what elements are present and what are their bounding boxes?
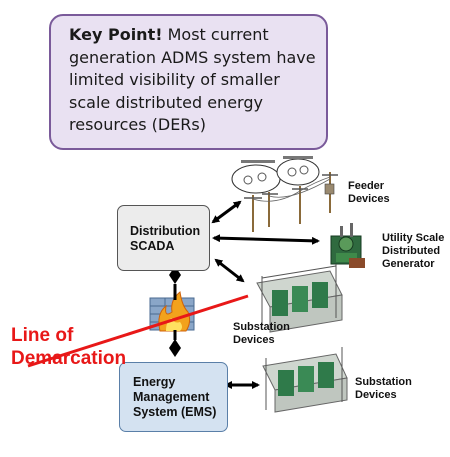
feeder-label-line2: Devices <box>348 193 390 205</box>
demarcation-line <box>27 294 249 368</box>
feeder-label-line1: Feeder <box>348 180 385 192</box>
line-of-demarcation-label-line2: Demarcation <box>11 348 127 369</box>
key-point-body: Most current generation ADMS system have… <box>69 25 316 134</box>
substation-devices-label-1: Substation Devices <box>233 321 290 347</box>
substation2-label-line1: Substation <box>355 376 412 388</box>
feeder-devices-illustration <box>231 156 338 232</box>
scada-label-line1: Distribution <box>130 224 201 238</box>
feeder-devices-label: Feeder Devices <box>348 180 390 206</box>
generator-label-line3: Generator <box>382 258 435 270</box>
distribution-scada-box: Distribution SCADA <box>117 205 210 271</box>
key-point-title: Key Point! <box>69 25 163 44</box>
substation-devices-label-2: Substation Devices <box>355 376 412 402</box>
ems-label-line2: Management <box>133 390 210 404</box>
substation1-label-line1: Substation <box>233 321 290 333</box>
arrow-scada-feeder <box>211 200 242 224</box>
connector-diamond-bottom <box>169 339 181 357</box>
ems-label-line3: System (EMS) <box>133 405 217 419</box>
substation2-label-line2: Devices <box>355 389 397 401</box>
key-point-callout: Key Point! Most current generation ADMS … <box>49 14 328 150</box>
scada-label-line2: SCADA <box>130 239 175 253</box>
arrow-scada-generator <box>212 234 320 245</box>
generator-label-line2: Distributed <box>382 245 441 257</box>
ems-box: Energy Management System (EMS) <box>119 362 228 432</box>
substation-devices-illustration-1 <box>256 264 343 333</box>
ems-label-line1: Energy <box>133 375 176 389</box>
line-of-demarcation-label-line1: Line of <box>11 325 74 346</box>
substation1-label-line2: Devices <box>233 334 275 346</box>
generator-label: Utility Scale Distributed Generator <box>382 232 444 271</box>
substation-devices-illustration-2 <box>262 347 348 413</box>
generator-label-line1: Utility Scale <box>382 232 445 244</box>
arrow-scada-substation <box>214 258 245 283</box>
generator-illustration <box>330 223 365 268</box>
